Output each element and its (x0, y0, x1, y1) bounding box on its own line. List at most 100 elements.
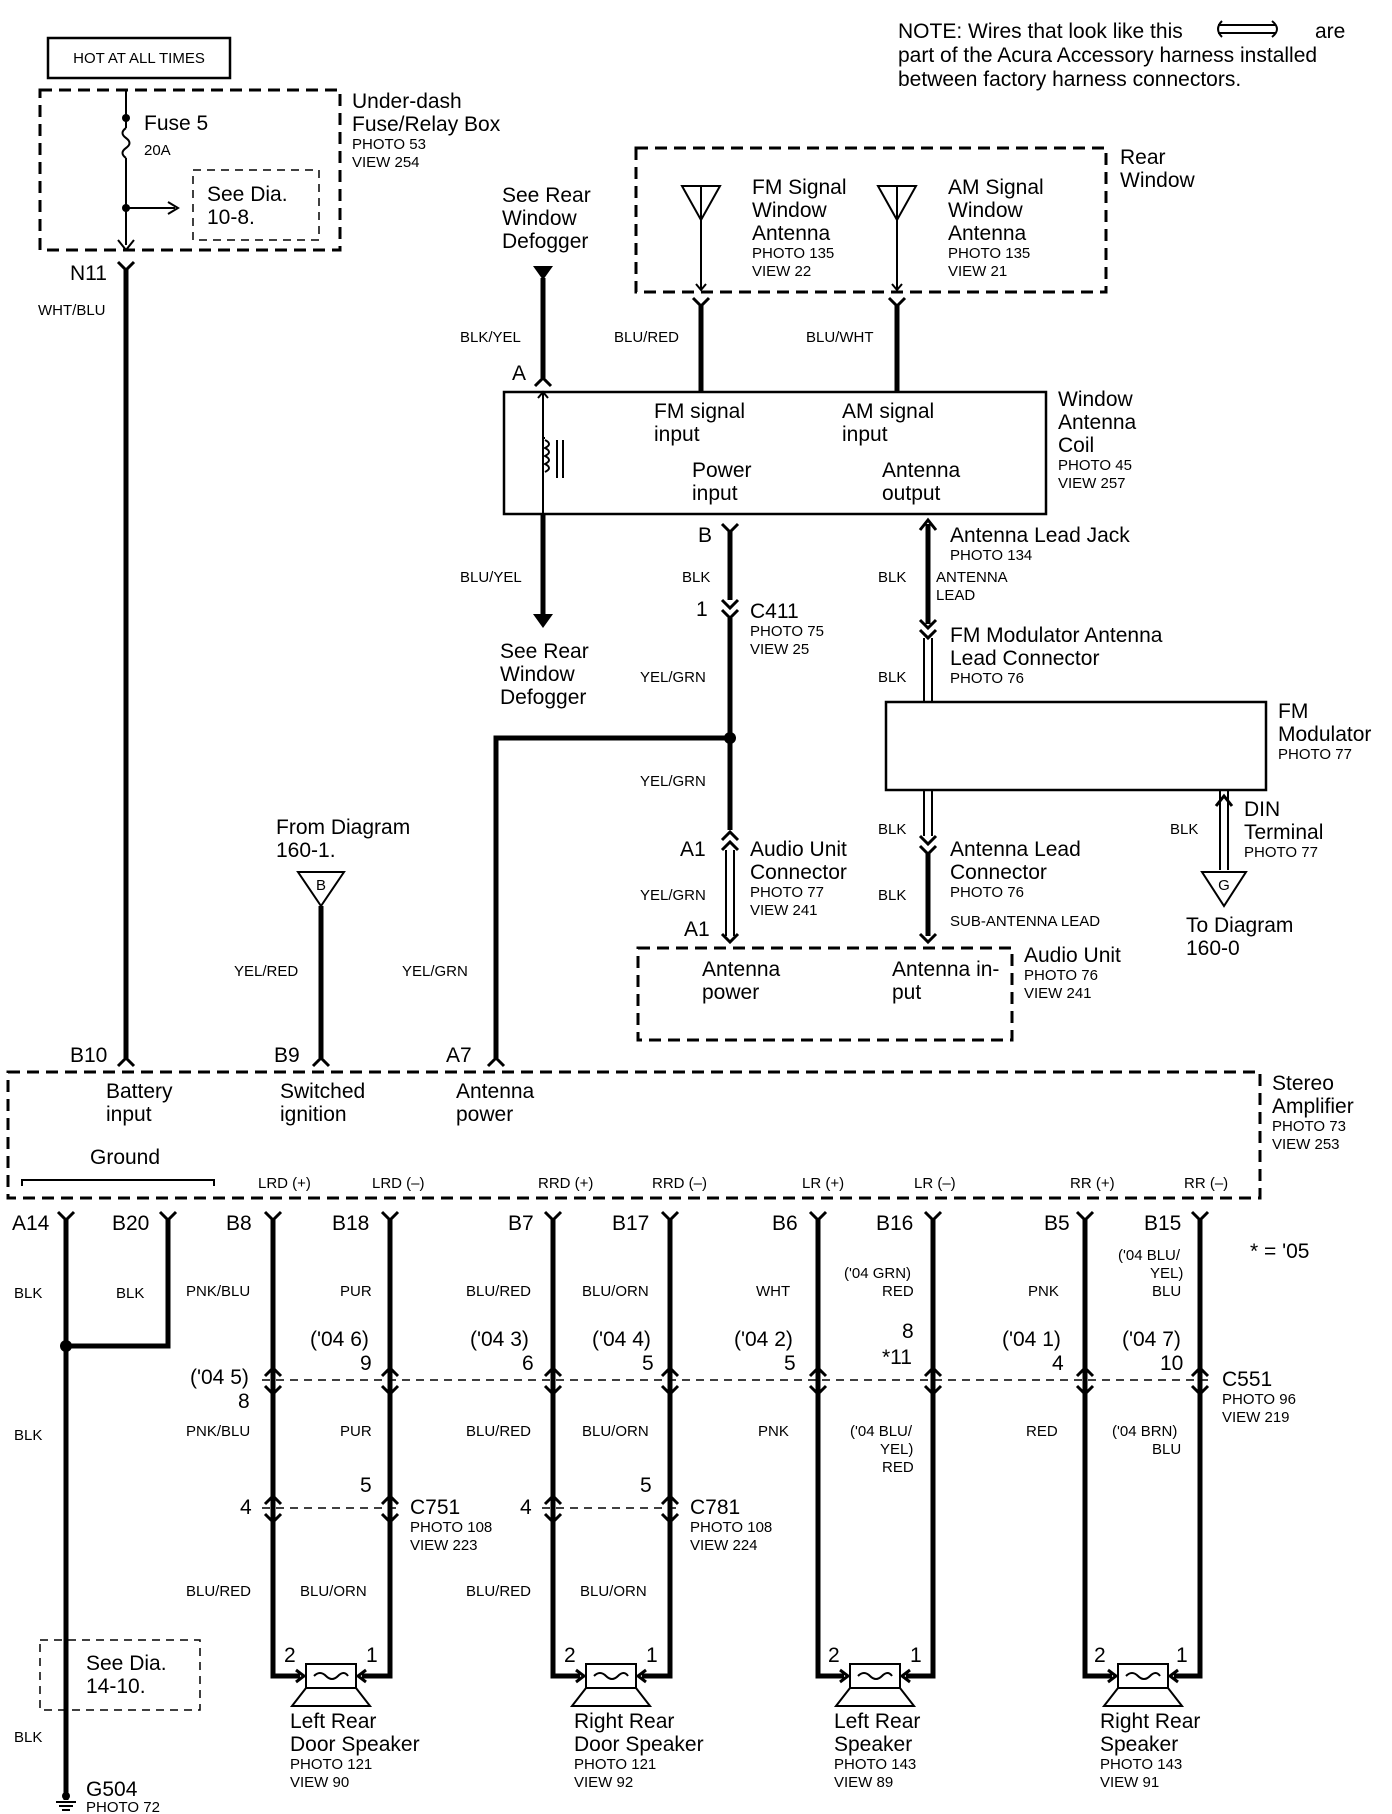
c781-pin-5: 5 (640, 1474, 652, 1497)
audio-unit-ant-input-1: Antenna in- (892, 958, 999, 981)
audio-unit-ant-power-2: power (702, 981, 759, 1004)
din-name-1: DIN (1244, 798, 1280, 821)
speaker-1-name-2: Door Speaker (290, 1733, 420, 1756)
c781-view: VIEW 224 (690, 1537, 758, 1554)
fm-antenna-photo: PHOTO 135 (752, 245, 834, 262)
amp-rrd-minus: RRD (–) (652, 1175, 707, 1192)
antenna-lead-label-1: ANTENNA (936, 569, 1008, 586)
speaker-right-rear-door: 2 1 Right Rear Door Speaker PHOTO 121 VI… (550, 1644, 704, 1791)
fm-antenna-name-3: Antenna (752, 222, 831, 245)
wire-mid-b15b: BLU (1152, 1441, 1181, 1458)
pin-n11: N11 (70, 262, 107, 285)
arrow-down-filled-icon (533, 266, 553, 280)
wire-blk-b20 (66, 1218, 171, 1349)
c781-pin-4: 4 (520, 1496, 532, 1519)
amp-pin-b10: B10 (70, 1044, 107, 1067)
wire-mid-b5: RED (1026, 1423, 1058, 1440)
speaker-icon (305, 1663, 357, 1689)
ground-symbol-icon (56, 1792, 76, 1811)
speaker-2-name-2: Door Speaker (574, 1733, 704, 1756)
wire-label-blu-wht: BLU/WHT (806, 329, 874, 346)
pin-b17: B17 (612, 1212, 649, 1235)
audio-unit-ant-power-1: Antenna (702, 958, 781, 981)
speaker-wires (270, 1218, 1203, 1670)
wire-top-b15b: YEL) (1150, 1265, 1183, 1282)
see-dia-14-10-box (39, 1639, 201, 1711)
fm-lead-conn-photo: PHOTO 76 (950, 670, 1024, 687)
stereo-amplifier-box: B10 B9 A7 Battery input Switched ignitio… (6, 1044, 1262, 1200)
wire-mid-b17: BLU/ORN (582, 1423, 649, 1440)
coil-icon (542, 439, 550, 473)
wire-label-yel-grn-4: YEL/GRN (640, 887, 706, 904)
rear-window-name-1: Rear (1120, 146, 1166, 169)
amp-pin-a7: A7 (446, 1044, 472, 1067)
wire-top-b15a: ('04 BLU/ (1118, 1247, 1181, 1264)
wire-mid-b18: PUR (340, 1423, 372, 1440)
ant-lead-conn-name-1: Antenna Lead (950, 838, 1081, 861)
wire-label-blu-red: BLU/RED (614, 329, 679, 346)
speaker-1-name-1: Left Rear (290, 1710, 376, 1733)
amp-switched-1: Switched (280, 1080, 365, 1103)
pin-b5: B5 (1044, 1212, 1070, 1235)
speaker-4-term-2: 2 (1094, 1644, 1106, 1667)
wire-label-blk-b20: BLK (116, 1285, 144, 1302)
c551-chevrons (263, 1365, 1210, 1397)
coil-name-3: Coil (1058, 434, 1094, 457)
amp-rrd-plus: RRD (+) (538, 1175, 593, 1192)
c551-b5-05: 4 (1052, 1352, 1064, 1375)
c751-c781-chevrons (263, 1493, 680, 1525)
c411-pin: 1 (696, 598, 708, 621)
wire-top-b5: PNK (1028, 1283, 1059, 1300)
connector-arrow-icon (117, 239, 135, 252)
wire-label-blk-a14: BLK (14, 1285, 42, 1302)
hot-at-all-times-box: HOT AT ALL TIMES (46, 36, 232, 80)
off-page-b-icon (296, 871, 346, 908)
wire-mid-b15a: ('04 BRN) (1112, 1423, 1177, 1440)
wire-top-b8: PNK/BLU (186, 1283, 250, 1300)
audio-conn-view: VIEW 241 (750, 902, 818, 919)
am-antenna-photo: PHOTO 135 (948, 245, 1030, 262)
speaker-2-name-1: Right Rear (574, 1710, 674, 1733)
amp-switched-2: ignition (280, 1103, 347, 1126)
c781-photo: PHOTO 108 (690, 1519, 772, 1536)
audio-unit-box: Antenna power Antenna in- put (636, 946, 1014, 1042)
fm-antenna-name-2: Window (752, 199, 828, 222)
wire-label-wht-blu: WHT/BLU (38, 302, 106, 319)
ant-lead-conn-photo: PHOTO 76 (950, 884, 1024, 901)
fusebox-photo: PHOTO 53 (352, 136, 426, 153)
wire-label-yel-grn-1: YEL/GRN (640, 669, 706, 686)
rear-window-name-2: Window (1120, 169, 1196, 192)
c411-name: C411 (750, 600, 799, 623)
am-antenna-name-2: Window (948, 199, 1024, 222)
wire-low-rrd-1: BLU/RED (466, 1583, 531, 1600)
coil-name-1: Window (1058, 388, 1134, 411)
pin-b18: B18 (332, 1212, 369, 1235)
speaker-2-term-2: 2 (564, 1644, 576, 1667)
c551-b17-04: ('04 4) (592, 1328, 651, 1351)
arrow-right-icon (167, 201, 180, 215)
speaker-4-term-1: 1 (1176, 1644, 1188, 1667)
wire-mid-b7: BLU/RED (466, 1423, 531, 1440)
speaker-icon (585, 1663, 637, 1689)
amp-ground: Ground (90, 1146, 160, 1169)
am-antenna-view: VIEW 21 (948, 263, 1007, 280)
c551-photo: PHOTO 96 (1222, 1391, 1296, 1408)
speaker-1-view: VIEW 90 (290, 1774, 349, 1791)
speaker-2-photo: PHOTO 121 (574, 1756, 656, 1773)
c551-b7-04: ('04 3) (470, 1328, 529, 1351)
audio-conn-photo: PHOTO 77 (750, 884, 824, 901)
fm-modulator-box (884, 700, 1268, 792)
wire-label-blk-mid: BLK (14, 1427, 42, 1444)
c551-b8-04: ('04 5) (190, 1366, 249, 1389)
speaker-4-view: VIEW 91 (1100, 1774, 1159, 1791)
under-dash-fuse-box: Under-dash Fuse/Relay Box PHOTO 53 VIEW … (38, 88, 501, 252)
wire-low-lrd-1: BLU/RED (186, 1583, 251, 1600)
speaker-3-view: VIEW 89 (834, 1774, 893, 1791)
rear-window-box: Rear Window FM Signal Window Antenna PHO… (634, 146, 1196, 294)
speaker-right-rear: 2 1 Right Rear Speaker PHOTO 143 VIEW 91 (1082, 1644, 1203, 1791)
c751-view: VIEW 223 (410, 1537, 478, 1554)
pin-b16: B16 (876, 1212, 913, 1235)
amp-antpow-2: power (456, 1103, 513, 1126)
defogger-bottom-1: See Rear (500, 640, 589, 663)
amp-battery-1: Battery (106, 1080, 173, 1103)
